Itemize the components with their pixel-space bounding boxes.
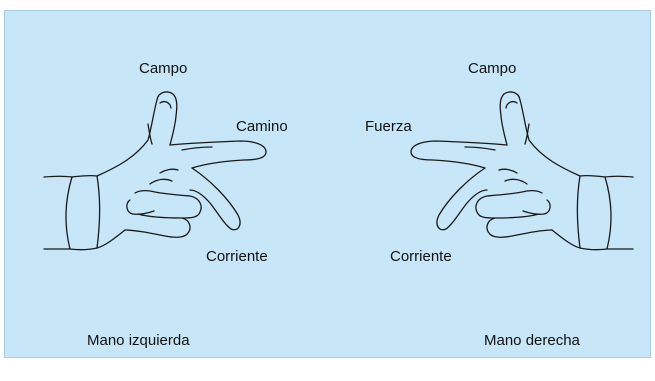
right-label-corriente: Corriente: [390, 248, 452, 265]
right-label-fuerza: Fuerza: [365, 118, 412, 135]
left-hand-shape: [43, 91, 267, 251]
right-label-campo: Campo: [468, 60, 517, 77]
left-label-camino: Camino: [236, 118, 288, 135]
left-label-corriente: Corriente: [206, 248, 268, 265]
right-hand-shape: [410, 91, 634, 251]
left-label-campo: Campo: [139, 60, 188, 77]
left-hand-caption: Mano izquierda: [87, 332, 190, 349]
diagram-panel: [4, 10, 651, 358]
right-hand-caption: Mano derecha: [484, 332, 580, 349]
